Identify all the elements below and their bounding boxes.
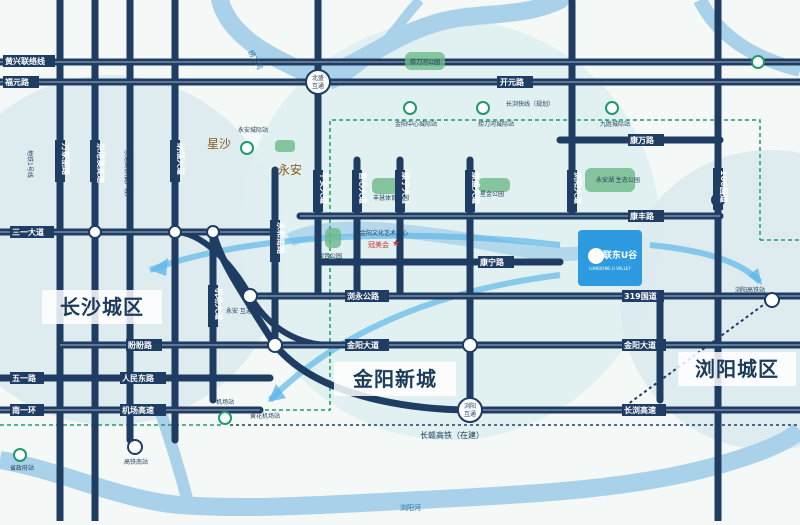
road-label-jingang: 京港高铁(武广段) — [123, 150, 131, 197]
road-label-wanjiali: 万家丽路 — [61, 142, 71, 176]
station-airport: 机场站 — [216, 398, 234, 406]
svg-text:浏阳: 浏阳 — [464, 402, 476, 410]
poi-guanyin: 观音公园 — [318, 252, 342, 260]
yongan-label: 永安 — [278, 162, 302, 177]
poi-fengxing: 丰慧体育公园 — [373, 194, 409, 202]
poi-guanmeihui: 冠美会 — [368, 240, 389, 249]
svg-text:互通: 互通 — [312, 82, 324, 90]
jinyang-label: 金阳新城 — [352, 367, 437, 391]
jinyang-zone — [240, 20, 660, 440]
road-label-binbin: 盼盼路 — [128, 340, 153, 350]
road-label-liuyong: 浏永公路 — [347, 291, 380, 301]
road-label-kangning: 康宁路 — [480, 257, 505, 267]
station-laodao-city: 捞刀河城际站 — [478, 120, 514, 128]
road-label-ewfg: 黄兴联络线 — [5, 56, 45, 66]
arrow-to-airport — [267, 272, 561, 403]
road-label-liuyang-ave: 浏阳大道 — [573, 172, 583, 204]
station-yongan-ic: 永安 互通 — [226, 307, 252, 315]
road-label-jingzhu: 京港澳高速 — [96, 143, 106, 183]
arrow-to-changsha — [148, 232, 561, 273]
station-jiuzhen: 九胜城际站 — [600, 120, 630, 128]
road-label-jichang: 机场高速 — [122, 405, 154, 415]
road-label-metro1: 地铁1号线 — [26, 150, 34, 178]
road-label-jinyang-ave: 金阳大道 — [346, 340, 379, 350]
road-label-jichang-ave: 机场大道 — [214, 288, 224, 320]
road-label-kangtai: 康宁大道 — [401, 172, 411, 204]
station-yongan-city: 永安城际站 — [238, 126, 268, 134]
road-label-jinyang-ave-east: 金阳大道 — [623, 340, 656, 350]
road-label-pingnian: 平安大道 — [319, 172, 329, 204]
road-label-g106: 106国道 — [719, 170, 729, 203]
project-logo: 联东U谷 LIANDONG U VALLEY — [578, 230, 642, 286]
changsha-label: 长沙城区 — [60, 295, 144, 319]
road-label-yonghe: 永和南路 — [276, 221, 286, 255]
road-label-shanghua: 善心大道 — [358, 172, 368, 204]
road-label-renmin: 人民东路 — [122, 373, 155, 383]
liuyang-label: 浏阳城区 — [695, 357, 779, 381]
road-label-changliu: 长浏高速 — [624, 405, 656, 415]
station-jinyang-city: 金阳中心城际站 — [395, 120, 437, 128]
beisheng-interchange: 北盛 互通 — [305, 69, 331, 95]
river-label-liuyang: 浏阳河 — [400, 503, 421, 512]
liuyang-river-upper — [154, 408, 196, 512]
station-huanghua: 黄花机场站 — [250, 412, 280, 420]
liuyang-label-box: 浏阳城区 — [678, 352, 796, 386]
road-label-wuyi: 五一路 — [12, 373, 37, 383]
laodao-river-branch — [327, 0, 424, 90]
poi-yongan-lake: 永安湖 生态公园 — [596, 176, 640, 184]
svg-text:北盛: 北盛 — [312, 74, 324, 82]
liuyang-river — [0, 423, 800, 517]
changsha-label-box: 长沙城区 — [42, 290, 162, 324]
project-title: 联东U谷 — [603, 249, 638, 261]
right-river — [693, 0, 800, 77]
vertical-labels — [55, 140, 723, 327]
station-gaotie-south: 高铁南站 — [124, 458, 148, 466]
xingsha-label: 星沙 — [207, 137, 231, 151]
jinyang-label-box: 金阳新城 — [334, 362, 456, 396]
changliu-rail — [0, 119, 761, 426]
station-liuyang-hsr: 浏阳高铁站 — [735, 286, 765, 294]
poi-laodaohe-park: 捞刀河公园 — [410, 58, 440, 66]
road-label-changgan: 长赣高铁（在建） — [420, 430, 484, 440]
road-label-fuyuan: 福元路 — [4, 77, 30, 87]
road-label-changliu-rail: 长浏快线（规划） — [506, 100, 554, 108]
road-label-319: 319国道 — [624, 291, 657, 301]
road-label-sanyi: 三一大道 — [12, 227, 44, 237]
star-marker: ★ — [392, 239, 400, 249]
svg-text:互通: 互通 — [464, 410, 476, 418]
poi-jinyang-center: 金阳文化艺术中心 — [360, 229, 408, 237]
liuyang-interchange: 浏阳 互通 — [457, 397, 483, 423]
road-label-kangfeng: 康丰路 — [630, 211, 655, 221]
road-label-nanyihuan: 南一环 — [12, 405, 36, 415]
road-label-dongerhuan: 纳福大道 — [176, 143, 186, 175]
project-subtitle: LIANDONG U VALLEY — [589, 266, 631, 271]
road-label-kaiyuan: 开元路 — [500, 77, 525, 87]
station-shengfu: 省政府站 — [10, 464, 34, 472]
road-label-dongsheng: 康盛大道 — [471, 172, 481, 204]
poi-xingjin: 星金公园 — [480, 190, 504, 198]
road-label-kangwan: 康万路 — [630, 135, 655, 145]
